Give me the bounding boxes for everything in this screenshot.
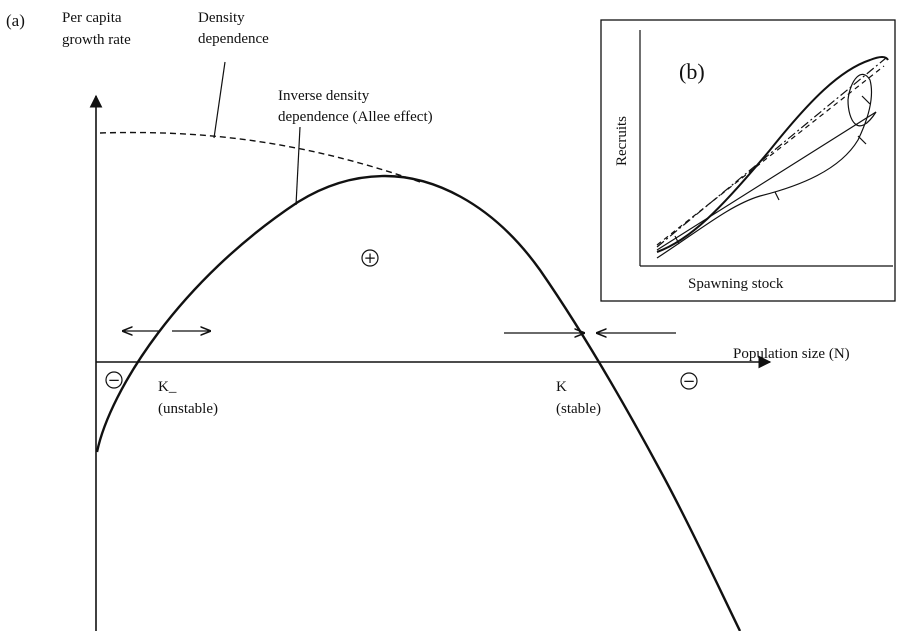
k-label: K	[556, 379, 567, 395]
stock-recruit-loop-curve	[656, 73, 877, 259]
inset-y-axis-label: Recruits	[614, 116, 630, 166]
panel-b: (b) Spawning stock Recruits	[600, 19, 896, 302]
inset-frame	[600, 19, 896, 302]
positive-region-icon	[361, 249, 379, 267]
stock-recruit-line-dashdot	[656, 57, 887, 248]
stock-recruit-line-dashed	[656, 65, 885, 246]
k-minus-label: K_	[158, 379, 177, 395]
allee-label-line1: Inverse density	[278, 88, 370, 104]
stock-recruit-sigmoid-curve	[656, 56, 889, 253]
panel-b-label: (b)	[679, 59, 705, 84]
k-minus-note: (unstable)	[158, 401, 218, 417]
panel-a: (a) Per capita growth rate Population si…	[6, 10, 850, 631]
y-axis-label-line2: growth rate	[62, 32, 131, 48]
x-axis-label: Population size (N)	[733, 346, 850, 362]
negative-region-left-icon	[105, 371, 123, 389]
inset-tick-4	[861, 95, 871, 105]
y-axis-label-line1: Per capita	[62, 10, 122, 26]
panel-a-label: (a)	[6, 11, 25, 30]
allee-label-line2: dependence (Allee effect)	[278, 109, 433, 125]
k-note: (stable)	[556, 401, 601, 417]
allee-effect-curve	[95, 174, 742, 631]
negative-region-left-sign: −	[108, 371, 121, 389]
density-label-line1: Density	[198, 10, 245, 26]
inset-tick-3	[674, 235, 680, 245]
density-label-line2: dependence	[198, 31, 269, 47]
allee-leader-line	[295, 126, 301, 206]
stock-recruit-line-solid	[656, 111, 877, 251]
inset-tick-2	[774, 191, 780, 201]
negative-region-right-icon	[680, 372, 698, 390]
inset-x-axis-label: Spawning stock	[688, 276, 784, 292]
density-dependence-curve	[99, 131, 421, 183]
density-leader-line	[213, 61, 226, 139]
negative-region-right-sign: −	[683, 372, 696, 390]
positive-region-sign: +	[364, 249, 377, 267]
inset-tick-1	[857, 135, 867, 145]
